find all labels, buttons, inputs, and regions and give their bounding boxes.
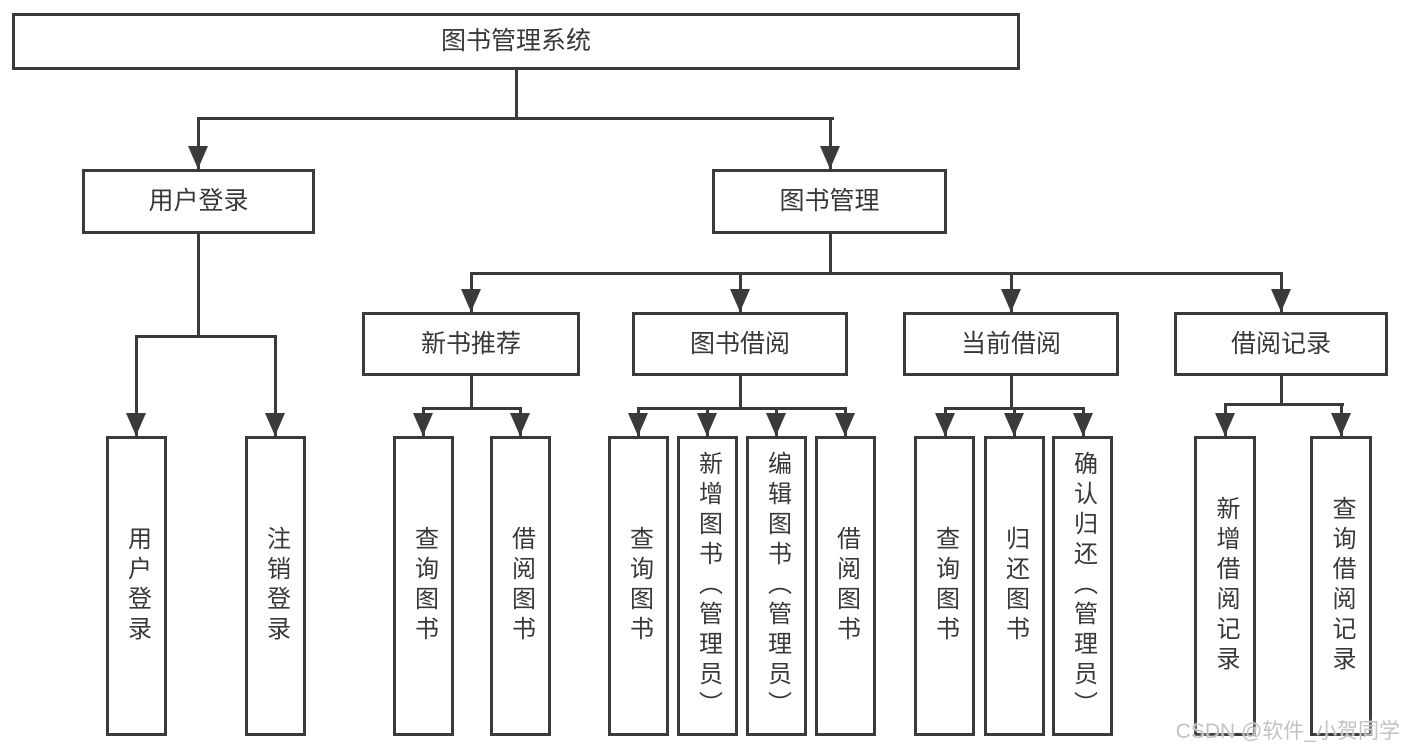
arrow-to-leaf-query-books-2 <box>628 407 648 436</box>
connector-book-management-bar <box>469 272 1283 275</box>
leaf-logout: 注销登录 <box>245 436 306 736</box>
leaf-return-book: 归还图书 <box>984 436 1045 736</box>
arrow-to-book-management <box>820 117 840 169</box>
leaf-confirm-return-admin: 确认归还（管理员） <box>1052 436 1113 736</box>
node-current-borrow-label: 当前借阅 <box>960 329 1061 358</box>
csdn-watermark: CSDN @软件_小贺同学 <box>1175 720 1400 743</box>
arrow-to-leaf-return-book <box>1004 407 1024 436</box>
node-user-login-label: 用户登录 <box>148 187 249 215</box>
leaf-query-books-2: 查询图书 <box>608 436 669 736</box>
leaf-query-books-2-label: 查询图书 <box>625 526 653 646</box>
arrow-to-leaf-borrow-books-2 <box>835 407 855 436</box>
leaf-borrow-books-2: 借阅图书 <box>815 436 876 736</box>
node-borrow-records-label: 借阅记录 <box>1230 329 1331 358</box>
leaf-add-book-admin: 新增图书（管理员） <box>677 436 738 736</box>
node-current-borrow: 当前借阅 <box>903 312 1119 376</box>
arrow-to-leaf-user-login <box>126 335 146 436</box>
connector-new-book-recommend-stem <box>469 376 473 407</box>
node-new-book-recommend: 新书推荐 <box>362 312 580 376</box>
leaf-borrow-books-1-label: 借阅图书 <box>507 526 535 646</box>
leaf-add-borrow-record: 新增借阅记录 <box>1194 436 1256 736</box>
leaf-query-borrow-record-label: 查询借阅记录 <box>1328 496 1355 676</box>
arrow-to-leaf-logout <box>265 335 285 436</box>
leaf-query-books-1: 查询图书 <box>393 436 454 736</box>
arrow-to-leaf-query-books-3 <box>935 407 955 436</box>
arrow-to-leaf-query-borrow-record <box>1331 403 1351 436</box>
leaf-query-books-3: 查询图书 <box>914 436 975 736</box>
node-borrow-records: 借阅记录 <box>1174 312 1388 376</box>
root-node-book-management-system: 图书管理系统 <box>12 13 1020 70</box>
node-book-borrow: 图书借阅 <box>632 312 848 376</box>
connector-borrow-records-bar <box>1223 403 1344 406</box>
leaf-edit-book-admin-label: 编辑图书（管理员） <box>763 451 791 721</box>
leaf-query-books-1-label: 查询图书 <box>410 526 438 646</box>
leaf-query-borrow-record: 查询借阅记录 <box>1310 436 1372 736</box>
arrow-to-leaf-add-book <box>697 407 717 436</box>
arrow-to-leaf-add-borrow-record <box>1215 403 1235 436</box>
arrow-to-user-login <box>188 117 208 169</box>
connector-book-borrow-stem <box>738 376 742 407</box>
arrow-to-leaf-borrow-books-1 <box>510 407 530 436</box>
root-node-label: 图书管理系统 <box>440 27 591 55</box>
connector-borrow-records-stem <box>1279 376 1283 403</box>
connector-user-login-stem <box>196 234 200 335</box>
leaf-add-borrow-record-label: 新增借阅记录 <box>1212 496 1239 676</box>
connector-new-book-recommend-bar <box>421 407 522 410</box>
connector-root-stem <box>514 70 518 117</box>
leaf-borrow-books-1: 借阅图书 <box>490 436 551 736</box>
node-user-login: 用户登录 <box>82 169 315 234</box>
leaf-query-books-3-label: 查询图书 <box>931 526 959 646</box>
connector-current-borrow-stem <box>1009 376 1013 407</box>
leaf-user-login-label: 用户登录 <box>123 526 151 646</box>
arrow-to-new-book-recommend <box>461 272 481 312</box>
arrow-to-borrow-records <box>1271 272 1291 312</box>
arrow-to-book-borrow <box>730 272 750 312</box>
arrow-to-leaf-query-books-1 <box>413 407 433 436</box>
node-new-book-recommend-label: 新书推荐 <box>420 329 521 358</box>
arrow-to-current-borrow <box>1001 272 1021 312</box>
node-book-borrow-label: 图书借阅 <box>689 329 790 358</box>
leaf-user-login: 用户登录 <box>106 436 167 736</box>
connector-root-bar <box>196 117 834 120</box>
leaf-logout-label: 注销登录 <box>262 526 290 646</box>
leaf-confirm-return-admin-label: 确认归还（管理员） <box>1069 451 1097 721</box>
node-book-management: 图书管理 <box>712 169 947 234</box>
arrow-to-leaf-edit-book <box>766 407 786 436</box>
connector-book-management-stem <box>828 234 832 272</box>
arrow-to-leaf-confirm-return <box>1073 407 1093 436</box>
leaf-return-book-label: 归还图书 <box>1001 526 1029 646</box>
connector-book-borrow-bar <box>636 407 847 410</box>
node-book-management-label: 图书管理 <box>779 187 880 215</box>
leaf-edit-book-admin: 编辑图书（管理员） <box>746 436 807 736</box>
connector-user-login-bar <box>134 335 276 338</box>
leaf-add-book-admin-label: 新增图书（管理员） <box>694 451 722 721</box>
leaf-borrow-books-2-label: 借阅图书 <box>832 526 860 646</box>
